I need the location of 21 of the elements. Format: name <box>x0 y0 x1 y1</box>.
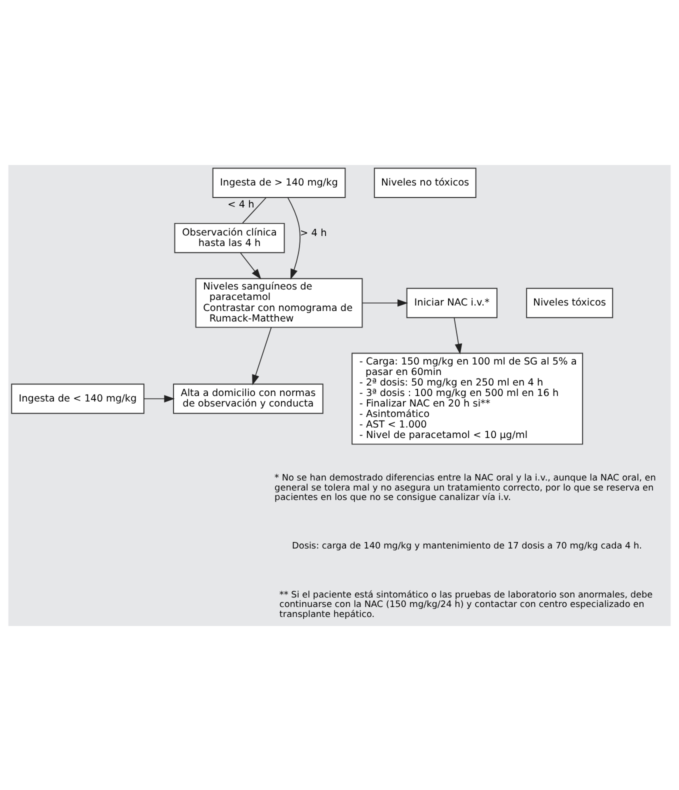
arrow <box>362 298 408 306</box>
edge-label: > 4 h <box>300 227 327 238</box>
node-box: Ingesta de < 140 mg/kg <box>11 383 144 414</box>
label: * No se han demostrado diferencias entre la NAC oral y la i.v., aunque la NAC oral, en general se tolera mal y no asegura un tratamiento correcto, por lo que se reserva en pacientes en los que no se consigue canalizar vía i.v. <box>274 473 656 503</box>
connector <box>242 196 266 223</box>
arrow <box>454 316 462 354</box>
arrow <box>252 326 272 385</box>
arrow <box>288 196 300 280</box>
node-box: Niveles sanguíneos de paracetamol Contrastar con nomograma de Rumack-Matthew <box>195 278 363 328</box>
node-box: Niveles tóxicos <box>526 287 614 318</box>
node-box: Niveles no tóxicos <box>374 167 476 198</box>
label: Dosis: carga de 140 mg/kg y mantenimiento de 17 dosis a 70 mg/kg cada 4 h. <box>292 541 642 552</box>
node-box: Ingesta de > 140 mg/kg <box>212 167 346 198</box>
node-box: Alta a domicilio con normas de observación y conducta <box>173 383 324 414</box>
node-box: Iniciar NAC i.v.* <box>406 287 498 318</box>
edge-label: < 4 h <box>228 199 254 210</box>
node-box: Observación clínica hasta las 4 h <box>174 222 285 253</box>
node-box: - Carga: 150 mg/kg en 100 ml de SG al 5% a pasar en 60min - 2ª dosis: 50 mg/kg en 250 ml en 4 h - 3ª dosis : 100 mg/kg en 500 ml en 16 h - Finalizar NAC en 20 h si** - Asintomático - AST < 1.000 - Nivel de paracetamol < 10 µg/ml <box>352 352 584 444</box>
label: ** Si el paciente está sintomático o las pruebas de laboratorio son anormales, debe continuarse con la NAC (150 mg/kg/24 h) y contactar con centro especializado en transplante hepático. <box>279 590 653 620</box>
arrow <box>240 252 262 279</box>
arrow <box>144 394 175 402</box>
